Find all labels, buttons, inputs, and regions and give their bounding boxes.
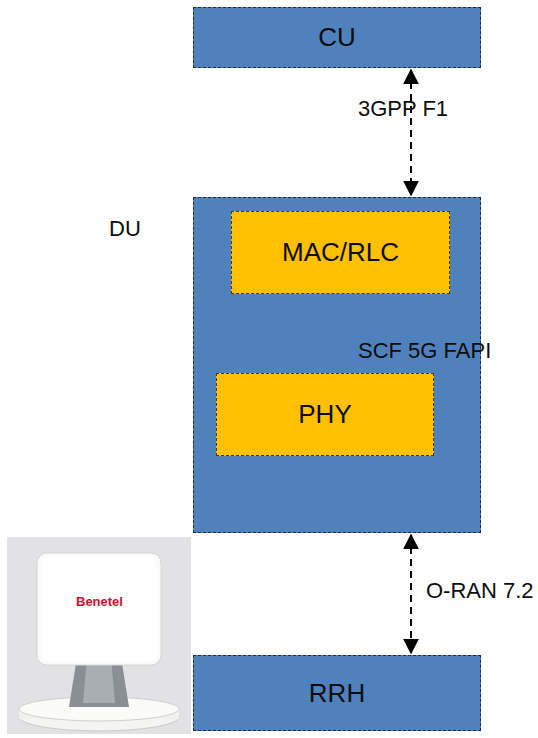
box-label: PHY [298, 399, 351, 430]
rrh-box: RRH [193, 655, 481, 731]
box-label: MAC/RLC [282, 237, 399, 268]
brand-label: Benetel [76, 594, 123, 609]
radio-unit-photo [7, 537, 191, 734]
interface-label: O-RAN 7.2 [426, 578, 534, 604]
interface-label: 3GPP F1 [358, 96, 448, 122]
box-label: CU [318, 22, 356, 53]
interface-label: SCF 5G FAPI [358, 338, 491, 364]
group-heading: DU [109, 216, 141, 242]
mac-rlc-box: MAC/RLC [231, 211, 450, 294]
phy-box: PHY [216, 373, 434, 456]
interface-connector [410, 535, 412, 653]
du-box: DUMAC/RLCPHY [193, 197, 481, 533]
cu-box: CU [193, 7, 481, 68]
interface-connector [410, 70, 412, 195]
box-label: RRH [309, 678, 365, 709]
